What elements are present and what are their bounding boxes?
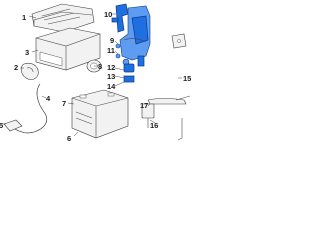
callout-11: 11 [107, 46, 115, 55]
callout-12: 12 [107, 63, 115, 72]
callout-17: 17 [140, 101, 148, 110]
callout-1: 1 [22, 13, 26, 22]
callout-10: 10 [104, 10, 112, 19]
callout-4: 4 [46, 94, 51, 103]
battery [71, 89, 129, 139]
air-cleaner-housing [35, 27, 101, 71]
callout-7: 7 [62, 99, 66, 108]
battery-clamp [141, 103, 155, 128]
parts-diagram: 1 2 3 4 5 6 7 8 9 10 11 12 13 14 15 16 1… [0, 3, 191, 143]
callout-3: 3 [25, 48, 29, 57]
washer-pump [123, 63, 135, 73]
intake-duct [20, 62, 39, 80]
callout-5: 5 [0, 121, 3, 130]
callout-9: 9 [110, 36, 114, 45]
callout-8: 8 [98, 62, 102, 71]
leader-lines [2, 13, 182, 137]
reservoir-bracket [171, 33, 187, 49]
callout-14: 14 [107, 82, 116, 91]
washer-reservoir [111, 3, 151, 67]
callout-2: 2 [14, 63, 18, 72]
battery-terminal [3, 119, 23, 132]
j-bolt [177, 118, 183, 141]
hold-down-bracket [147, 95, 191, 105]
callout-15: 15 [183, 74, 191, 83]
air-cleaner-cover [31, 3, 95, 33]
callout-13: 13 [107, 72, 115, 81]
callout-6: 6 [67, 134, 71, 143]
callout-16: 16 [150, 121, 158, 130]
battery-cable [9, 83, 47, 134]
